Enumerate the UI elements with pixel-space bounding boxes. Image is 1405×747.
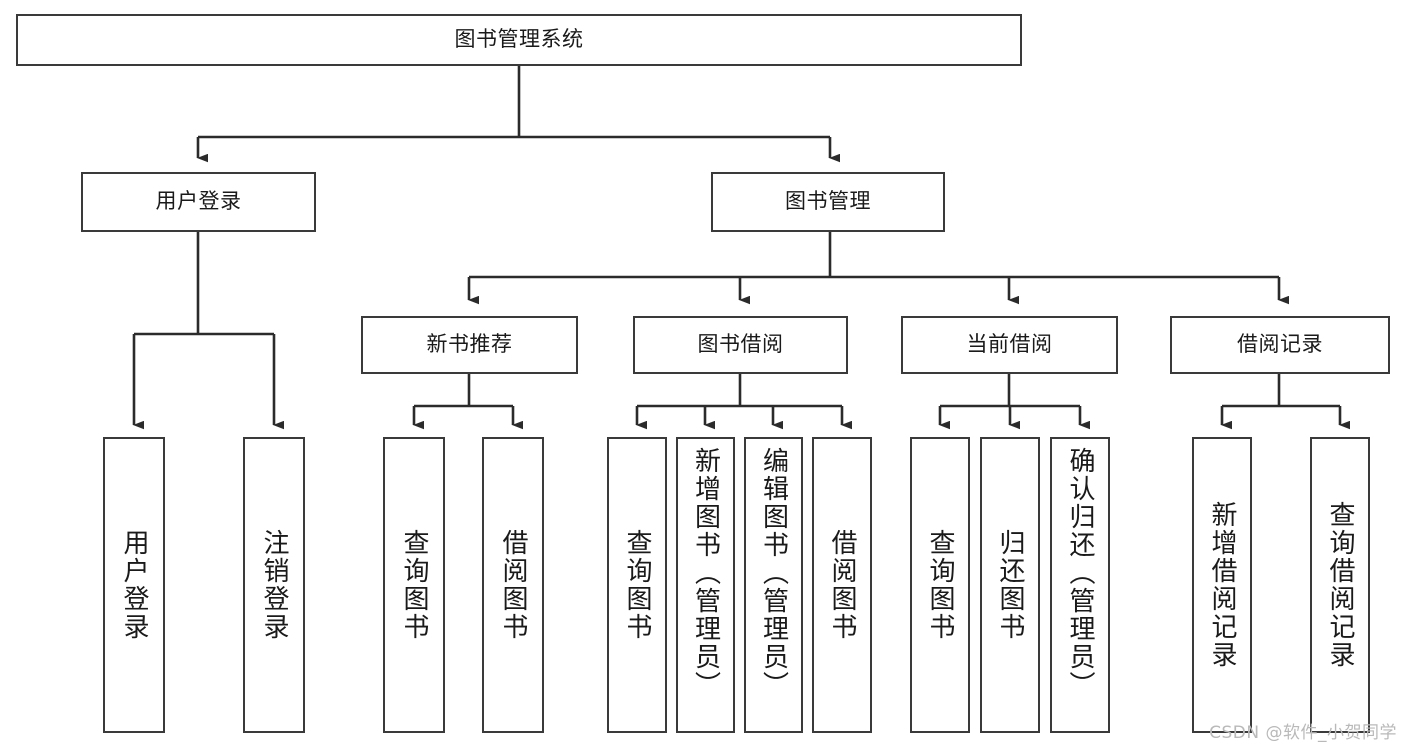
leaf-edit-book-admin[interactable]: 编辑图书（管理员）	[744, 437, 803, 733]
node-book-borrow-label: 图书借阅	[697, 332, 784, 357]
node-borrow-record[interactable]: 借阅记录	[1170, 316, 1390, 374]
leaf-add-borrow-record[interactable]: 新增借阅记录	[1192, 437, 1252, 733]
leaf-borrow-book[interactable]: 借阅图书	[812, 437, 872, 733]
leaf-borrow-book-new-label: 借阅图书	[498, 529, 529, 641]
node-new-book-recommend[interactable]: 新书推荐	[361, 316, 578, 374]
leaf-query-book-borrow[interactable]: 查询图书	[607, 437, 667, 733]
leaf-borrow-book-label: 借阅图书	[827, 529, 858, 641]
leaf-query-book-new[interactable]: 查询图书	[383, 437, 445, 733]
node-root-label: 图书管理系统	[454, 27, 584, 52]
leaf-query-borrow-record-label: 查询借阅记录	[1325, 501, 1356, 669]
node-user-login[interactable]: 用户登录	[81, 172, 316, 232]
leaf-edit-book-admin-label: 编辑图书（管理员）	[758, 447, 789, 699]
leaf-query-book-new-label: 查询图书	[399, 529, 430, 641]
leaf-user-login-label: 用户登录	[119, 529, 150, 641]
node-current-borrow-label: 当前借阅	[966, 332, 1053, 357]
leaf-query-book-borrow-label: 查询图书	[622, 529, 653, 641]
leaf-user-login[interactable]: 用户登录	[103, 437, 165, 733]
watermark: CSDN @软件_小贺同学	[1209, 723, 1397, 743]
leaf-add-book-admin-label: 新增图书（管理员）	[690, 447, 721, 699]
node-book-borrow[interactable]: 图书借阅	[633, 316, 848, 374]
leaf-logout-label: 注销登录	[259, 529, 290, 641]
leaf-query-book-current[interactable]: 查询图书	[910, 437, 970, 733]
leaf-add-book-admin[interactable]: 新增图书（管理员）	[676, 437, 735, 733]
node-borrow-record-label: 借阅记录	[1237, 332, 1323, 357]
leaf-logout[interactable]: 注销登录	[243, 437, 305, 733]
leaf-add-borrow-record-label: 新增借阅记录	[1207, 501, 1238, 669]
leaf-query-book-current-label: 查询图书	[925, 529, 956, 641]
leaf-query-borrow-record[interactable]: 查询借阅记录	[1310, 437, 1370, 733]
node-new-book-recommend-label: 新书推荐	[426, 332, 513, 357]
leaf-return-book-label: 归还图书	[995, 529, 1026, 641]
node-user-login-label: 用户登录	[155, 189, 242, 214]
node-root[interactable]: 图书管理系统	[16, 14, 1022, 66]
node-book-management-label: 图书管理	[785, 189, 871, 214]
node-current-borrow[interactable]: 当前借阅	[901, 316, 1118, 374]
leaf-borrow-book-new[interactable]: 借阅图书	[482, 437, 544, 733]
leaf-return-book[interactable]: 归还图书	[980, 437, 1040, 733]
leaf-confirm-return-admin-label: 确认归还（管理员）	[1065, 447, 1096, 699]
leaf-confirm-return-admin[interactable]: 确认归还（管理员）	[1050, 437, 1110, 733]
node-book-management[interactable]: 图书管理	[711, 172, 945, 232]
